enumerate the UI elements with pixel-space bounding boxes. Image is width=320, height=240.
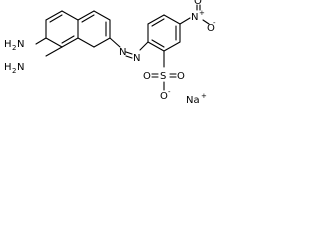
nitro-plus-charge: +	[199, 9, 205, 17]
amine-top-element: N	[17, 39, 24, 50]
bond	[77, 10, 95, 21]
bond	[147, 41, 165, 52]
amine-bond-top	[35, 37, 47, 45]
bond	[147, 14, 165, 25]
sulfo-oxygen-left: O	[143, 71, 151, 82]
bond	[109, 37, 121, 48]
double-bond	[81, 14, 95, 23]
bond	[61, 10, 79, 21]
amine-bottom-label: H	[4, 62, 12, 73]
amine-bond-bottom	[45, 46, 63, 57]
sodium-plus-charge: +	[201, 92, 207, 100]
nitro-nitrogen: N	[191, 12, 198, 23]
bond	[139, 41, 149, 51]
chemical-structure-diagram: H 2 N H 2 N N N N + O O - S O O O - Na +	[4, 0, 216, 106]
amine-bottom-element: N	[17, 62, 24, 73]
nitro-bond	[179, 17, 191, 25]
amine-bottom-subscript: 2	[12, 67, 16, 75]
bond	[163, 41, 181, 52]
sulfur-atom: S	[160, 71, 166, 82]
nitro-oxygen-bottom: O	[207, 23, 215, 34]
bond	[93, 37, 111, 48]
double-bond	[125, 55, 133, 59]
nitro-oxygen-top: O	[194, 0, 202, 7]
azo-linkage	[109, 37, 149, 59]
amine-top-label: H	[4, 39, 12, 50]
bond	[125, 51, 133, 55]
sodium-counterion: Na	[186, 95, 200, 106]
sulfo-oxygen-bottom: O	[160, 91, 168, 102]
bond	[45, 37, 63, 48]
sulfo-oxygen-right: O	[177, 71, 185, 82]
azo-nitrogen-1: N	[119, 47, 126, 58]
naphthalene-right-ring	[77, 10, 111, 48]
benzene-ring	[147, 14, 181, 52]
nitro-minus-charge: -	[213, 19, 216, 27]
azo-nitrogen-2: N	[133, 53, 140, 64]
double-bond	[61, 35, 75, 44]
double-bond	[49, 14, 63, 23]
bond	[61, 37, 79, 48]
double-bond	[151, 39, 165, 48]
nitro-o-bottom-bond	[202, 19, 210, 25]
bond	[77, 37, 95, 48]
bond	[163, 14, 181, 25]
amine-top-subscript: 2	[12, 44, 16, 52]
double-bond	[151, 18, 165, 27]
sulfo-minus-charge: -	[168, 88, 171, 96]
bond	[93, 10, 111, 21]
naphthalene-left-ring	[45, 10, 79, 48]
bond	[45, 10, 63, 21]
